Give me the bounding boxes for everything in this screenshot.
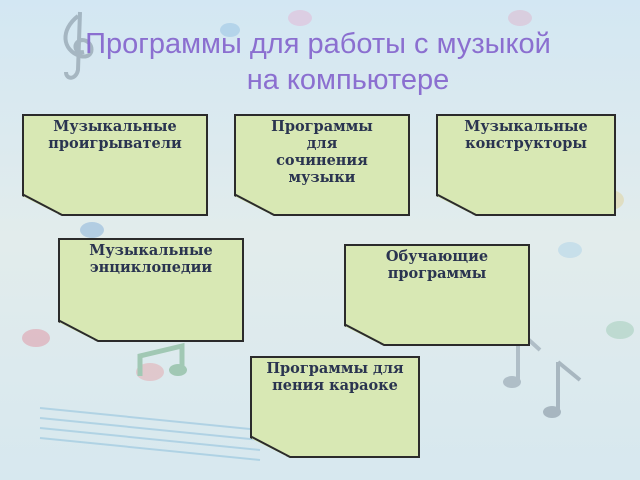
card-label-line: энциклопедии [89,259,213,276]
card-composing-programs: Программы для сочинения музыки [234,114,410,216]
note-icon [606,321,634,339]
note-icon [508,10,532,26]
card-label-line: для [306,135,338,152]
card-label-line: Музыкальные [53,118,177,135]
card-label-line: Музыкальные [89,242,213,259]
card-label: Программы для пения караоке [252,358,418,394]
card-label: Музыкальные проигрыватели [24,116,206,152]
card-label-line: конструкторы [465,135,587,152]
double-note-icon [137,342,185,376]
card-label-line: Музыкальные [464,118,588,135]
note-icon [80,222,104,238]
card-label-line: Программы для [266,360,404,377]
note-icon [22,329,50,347]
card-educational-programs: Обучающие программы [344,244,530,346]
note-head [503,376,521,388]
card-label: Программы для сочинения музыки [236,116,408,186]
card-label-line: Программы [271,118,373,135]
card-label: Музыкальные энциклопедии [60,240,242,276]
card-label-line: пения караоке [272,377,398,394]
note-head [169,364,187,376]
note-icon [556,360,582,410]
page-curl-icon [58,320,100,342]
page-title-line-2: на компьютере [246,64,450,96]
page-curl-icon [234,194,276,216]
card-music-players: Музыкальные проигрыватели [22,114,208,216]
page-curl-icon [250,436,292,458]
page-curl-icon [22,194,64,216]
page-curl-icon [344,324,386,346]
card-label-line: проигрыватели [48,135,182,152]
card-label-line: программы [387,265,487,282]
card-label-line: Обучающие [385,248,489,265]
card-label: Обучающие программы [346,246,528,282]
card-label-line: сочинения [276,152,368,169]
note-icon [558,242,582,258]
note-icon [288,10,312,26]
card-music-constructors: Музыкальные конструкторы [436,114,616,216]
note-head [543,406,561,418]
note-icon [136,363,164,381]
page-curl-icon [436,194,478,216]
page-title-line-1: Программы для работы с музыкой [85,28,551,60]
page-title: Программы для работы с музыкой на компью… [0,26,640,98]
card-label-line: музыки [288,169,356,186]
card-label: Музыкальные конструкторы [438,116,614,152]
staff-lines [39,407,261,461]
card-music-encyclopedias: Музыкальные энциклопедии [58,238,244,342]
card-karaoke-programs: Программы для пения караоке [250,356,420,458]
